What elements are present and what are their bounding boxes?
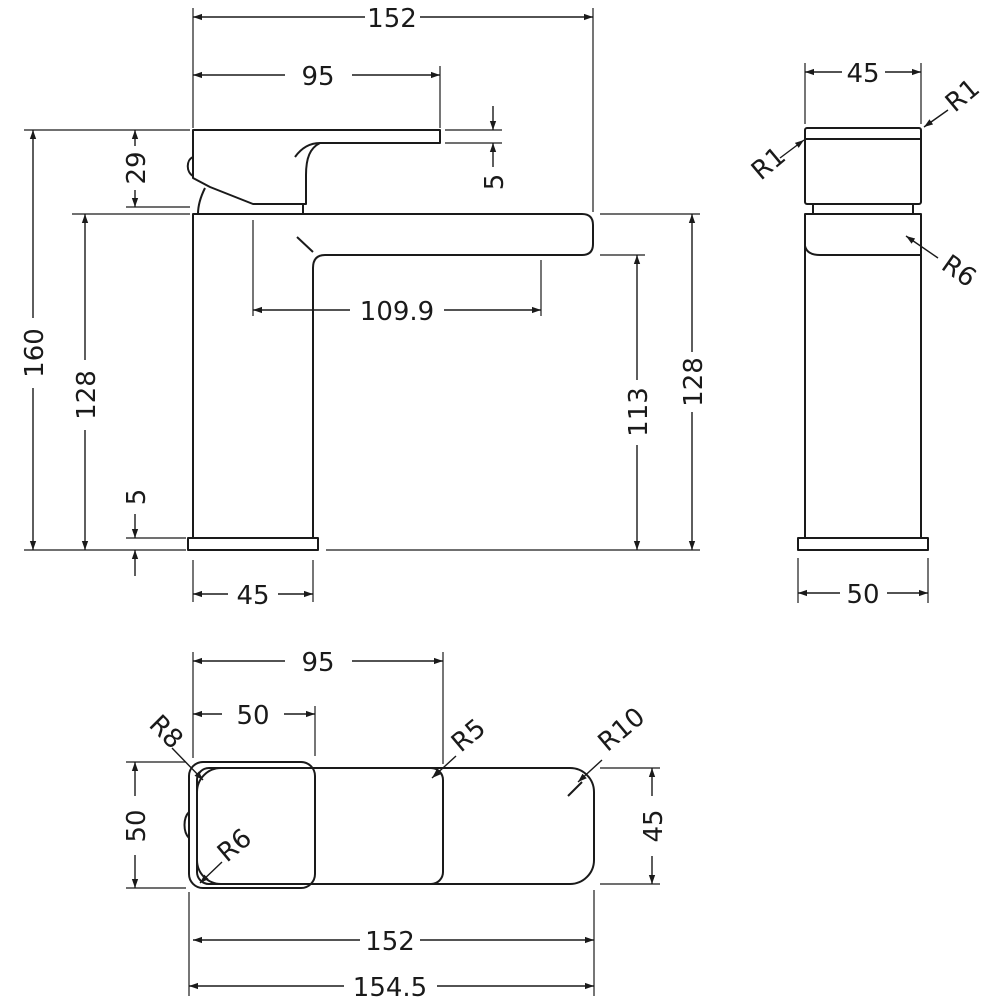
dim-plan-radius-handle: R5	[446, 713, 492, 758]
dim-overall-height: 160	[20, 328, 50, 378]
side-neck	[812, 204, 914, 214]
plan-spout-crease	[567, 781, 583, 797]
dim-handle-reach: 95	[301, 62, 334, 92]
dim-base-thickness: 5	[122, 489, 152, 506]
front-body-outline	[192, 213, 594, 539]
dim-spout-length: 109.9	[360, 297, 434, 327]
dim-body-height-right: 128	[679, 357, 709, 407]
dim-side-base-width: 50	[846, 580, 879, 610]
leader-line	[431, 755, 457, 779]
side-base-plate	[797, 537, 929, 551]
plan-handle-notch	[183, 811, 190, 839]
dim-handle-gap: 5	[480, 174, 510, 191]
dim-body-height-left: 128	[72, 370, 102, 420]
front-neck	[197, 187, 304, 215]
dim-plan-spout-width: 45	[639, 809, 669, 842]
dim-overall-width: 152	[367, 4, 417, 34]
leader-line	[923, 109, 949, 128]
leader-line	[171, 747, 204, 781]
side-body-outline	[804, 213, 922, 539]
dim-plan-radius-back: R8	[143, 710, 189, 756]
dim-plan-overall-length-total: 154.5	[353, 973, 427, 1000]
front-view: 152 95 5 29 160 128 5 45 109.9	[20, 4, 709, 611]
plan-spout-outline	[196, 767, 595, 885]
leader-line	[199, 861, 223, 884]
dim-plan-radius-inner: R6	[212, 823, 258, 868]
side-spout-face	[804, 245, 921, 256]
front-handle-outline	[192, 129, 441, 205]
dim-plan-handle-reach: 95	[301, 648, 334, 678]
front-spout-crease	[296, 236, 314, 253]
side-handle-outline	[804, 127, 922, 205]
dim-plan-handle-width: 50	[236, 701, 269, 731]
leader-line	[779, 139, 805, 159]
dim-handle-height: 29	[122, 151, 152, 184]
front-base-plate	[187, 537, 319, 551]
dim-plan-body-width: 50	[122, 809, 152, 842]
plan-base-outline	[188, 761, 316, 889]
dim-plan-radius-spout-tip: R10	[593, 702, 651, 758]
plan-view: 95 50 R8 R5 R10 50 R6 45 152 154.5	[122, 648, 669, 1000]
dim-side-radius-spout: R6	[936, 249, 982, 293]
dim-plan-overall-length: 152	[365, 927, 415, 957]
front-handle-curve	[294, 142, 321, 158]
side-view: 45 R1 R1 R6 50	[746, 59, 986, 610]
dim-side-radius-top-right: R1	[940, 73, 986, 118]
dim-side-handle-width: 45	[846, 59, 879, 89]
leader-line	[905, 235, 939, 259]
dim-side-radius-top-left: R1	[746, 141, 792, 186]
leader-line	[577, 759, 603, 783]
dim-base-depth: 45	[236, 581, 269, 611]
dim-spout-clearance: 113	[624, 387, 654, 437]
front-handle-notch	[186, 156, 194, 177]
